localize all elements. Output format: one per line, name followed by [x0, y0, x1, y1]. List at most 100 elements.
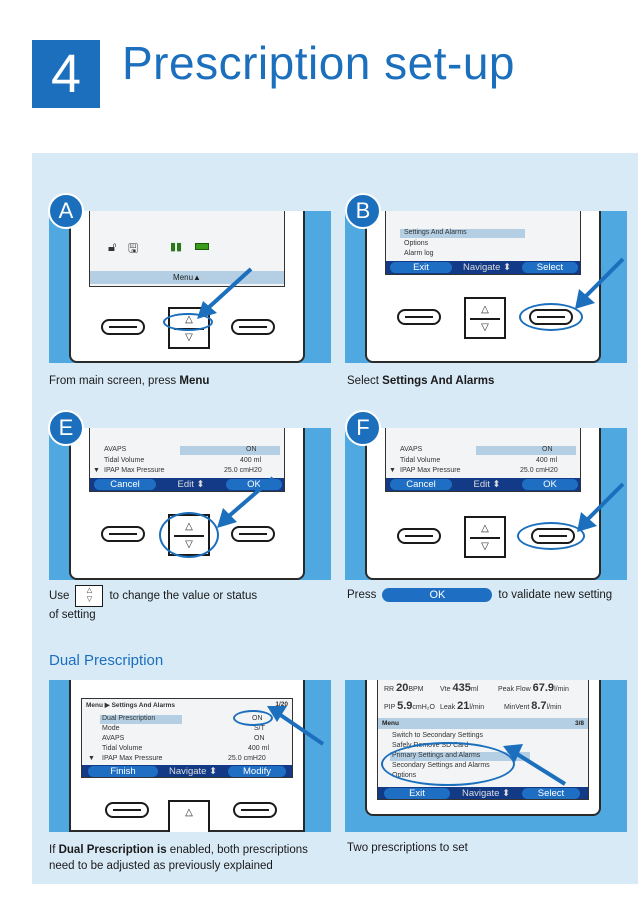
left-button[interactable] [397, 528, 441, 544]
navigate-label: Navigate ⬍ [462, 262, 512, 273]
device-screen: Settings And Alarms Options Alarm log Ex… [385, 211, 581, 275]
softkey-bar: Finish Navigate ⬍ Modify [82, 765, 292, 777]
setting-name: AVAPS [104, 446, 127, 453]
pip-readout: PIP 5.9cmH₂O [384, 700, 435, 712]
setting-value: 400 ml [248, 745, 270, 752]
setting-name[interactable]: Dual Prescription [102, 715, 156, 722]
up-down-rocker[interactable]: △▽ [464, 297, 506, 339]
pointer-arrow [197, 267, 253, 319]
pointer-arrow [577, 482, 625, 532]
left-button[interactable] [397, 309, 441, 325]
edit-label: Edit ⬍ [177, 479, 205, 490]
softkey-bar: Exit Navigate ⬍ Select [378, 787, 588, 799]
exit-button[interactable]: Exit [384, 787, 450, 799]
menu-item[interactable]: Options [404, 240, 429, 247]
left-button[interactable] [101, 526, 145, 542]
device-body: AVAPS ON Tidal Volume 400 ml ▼ IPAP Max … [69, 428, 305, 580]
panel-f-badge: F [345, 410, 381, 446]
breadcrumb: Menu ▶ Settings And Alarms [86, 702, 176, 709]
highlight-ring [517, 522, 585, 550]
setting-value: 25.0 cmH20 [224, 467, 262, 474]
select-button[interactable]: Select [522, 787, 580, 799]
finish-button[interactable]: Finish [88, 765, 158, 777]
panel-a-badge: A [48, 193, 84, 229]
device-body: Menu ▶ Settings And Alarms 1/20 Dual Pre… [69, 680, 305, 832]
device-body: Settings And Alarms Options Alarm log Ex… [365, 211, 601, 363]
page-title: Prescription set-up [122, 37, 515, 89]
leak-readout: Leak 21l/min [440, 700, 485, 712]
ok-pill-icon: OK [382, 587, 493, 602]
setting-value: 25.0 cmH20 [520, 467, 558, 474]
dual-prescription-heading: Dual Prescription [49, 652, 164, 669]
ok-button[interactable]: OK [522, 479, 578, 490]
up-down-rocker[interactable]: △ [168, 800, 210, 832]
softkey-bar: Cancel Edit ⬍ OK [386, 478, 580, 491]
rocker-icon: △▽ [75, 585, 104, 607]
panel-b-caption: Select Settings And Alarms [347, 375, 495, 387]
cancel-button[interactable]: Cancel [94, 479, 156, 490]
setting-name: Tidal Volume [104, 457, 145, 464]
device-screen: AVAPS ON Tidal Volume 400 ml ▼ IPAP Max … [385, 428, 581, 492]
selected-row-highlight [180, 446, 280, 455]
exit-button[interactable]: Exit [390, 262, 452, 273]
setting-name: Tidal Volume [102, 745, 143, 752]
left-button[interactable] [101, 319, 145, 335]
setting-name: AVAPS [102, 735, 125, 742]
highlight-ring [159, 512, 219, 558]
menu-item[interactable]: Settings And Alarms [404, 229, 467, 236]
unlock-icon: 🔓︎ [108, 239, 117, 254]
menu-item[interactable]: Alarm log [404, 250, 434, 257]
selected-row-highlight [100, 715, 182, 724]
setting-name: AVAPS [400, 446, 423, 453]
panel-e-caption: Use△▽to change the value or status of se… [49, 585, 258, 621]
up-down-rocker[interactable]: △▽ [464, 516, 506, 558]
scroll-down-icon: ▼ [93, 467, 100, 474]
panel-b: Settings And Alarms Options Alarm log Ex… [345, 211, 627, 363]
softkey-bar: Cancel Edit ⬍ OK [90, 478, 284, 491]
highlight-ring [163, 313, 213, 331]
setting-value: 400 ml [536, 457, 558, 464]
cancel-button[interactable]: Cancel [390, 479, 452, 490]
battery-internal-icon: ▮▮ [170, 241, 183, 253]
panel-dual-right: RR 20BPM Vte 435ml Peak Flow 67.9l/min P… [345, 680, 627, 832]
setting-value: ON [254, 735, 265, 742]
setting-value: 25.0 cmH20 [228, 755, 266, 762]
right-button[interactable] [233, 802, 277, 818]
highlight-ring [381, 742, 515, 786]
setting-value: S/T [254, 725, 265, 732]
panel-f: AVAPS ON Tidal Volume 400 ml ▼ IPAP Max … [345, 428, 627, 580]
scroll-down-icon: ▼ [88, 755, 95, 762]
selected-row-highlight [476, 446, 576, 455]
setting-name: IPAP Max Pressure [102, 755, 163, 762]
setting-value[interactable]: ON [246, 446, 257, 453]
battery-external-icon [195, 243, 209, 250]
setting-value: 400 ml [240, 457, 262, 464]
page-counter: 1/20 [275, 701, 288, 708]
right-button[interactable] [231, 526, 275, 542]
edit-label: Edit ⬍ [473, 479, 501, 490]
device-body: 🔓︎ 🖫 ▮▮ Menu▲ △▽ [69, 211, 305, 363]
select-button[interactable]: Select [522, 262, 578, 273]
setting-name: Tidal Volume [400, 457, 441, 464]
step-number-badge: 4 [32, 40, 100, 108]
left-button[interactable] [105, 802, 149, 818]
pointer-arrow [217, 476, 275, 528]
setting-name: IPAP Max Pressure [400, 467, 461, 474]
panel-e-badge: E [48, 410, 84, 446]
dual-right-caption: Two prescriptions to set [347, 842, 468, 854]
pointer-arrow [503, 744, 567, 786]
right-button[interactable] [231, 319, 275, 335]
pointer-arrow [575, 257, 625, 309]
device-body: RR 20BPM Vte 435ml Peak Flow 67.9l/min P… [365, 680, 601, 816]
menu-item[interactable]: Switch to Secondary Settings [392, 732, 484, 739]
sd-card-icon: 🖫 [128, 241, 139, 255]
softkey-bar: Exit Navigate ⬍ Select [386, 261, 580, 274]
panel-dual-left: Menu ▶ Settings And Alarms 1/20 Dual Pre… [49, 680, 331, 832]
setting-value[interactable]: ON [542, 446, 553, 453]
pointer-arrow [267, 706, 325, 746]
ok-button[interactable]: OK [226, 479, 282, 490]
highlight-ring [519, 303, 583, 331]
setting-name: Mode [102, 725, 120, 732]
modify-button[interactable]: Modify [228, 765, 286, 777]
